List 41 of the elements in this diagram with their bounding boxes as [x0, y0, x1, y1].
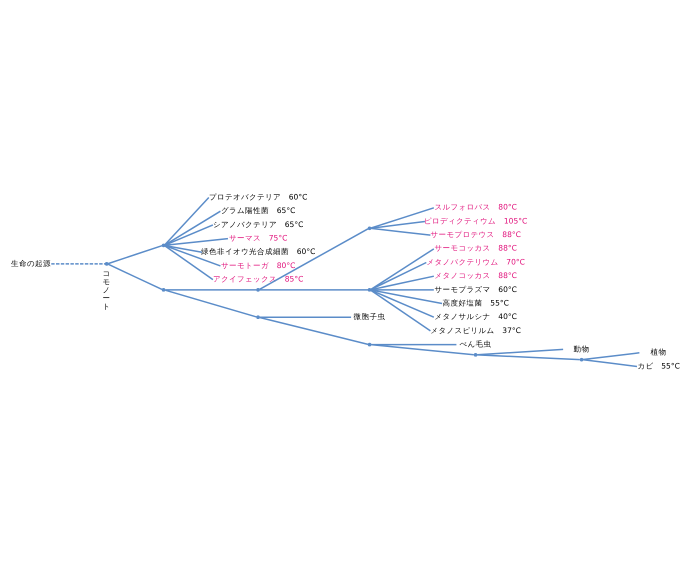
- connector: [583, 352, 640, 360]
- connector: [51, 263, 106, 265]
- connector: [259, 228, 368, 290]
- node-point: [256, 315, 260, 320]
- connector: [370, 290, 431, 332]
- node-point: [368, 288, 372, 292]
- connector: [370, 275, 434, 290]
- connector: [164, 245, 214, 280]
- node-point: [580, 358, 584, 362]
- connector: [370, 248, 434, 290]
- connector: [108, 264, 162, 290]
- connector: [477, 354, 580, 360]
- connector: [165, 244, 202, 253]
- connector: [164, 224, 214, 246]
- connector: [371, 289, 434, 291]
- connector: [165, 289, 256, 291]
- node-point: [162, 288, 166, 292]
- connector: [260, 289, 368, 291]
- connector: [583, 359, 638, 368]
- connector: [260, 316, 352, 318]
- connector: [477, 348, 564, 356]
- connector: [371, 344, 474, 356]
- connector: [164, 197, 210, 246]
- connector: [165, 289, 257, 318]
- connector: [164, 244, 221, 267]
- node-point: [368, 342, 372, 346]
- connector: [108, 244, 162, 264]
- connector: [164, 210, 221, 246]
- connector: [371, 220, 426, 229]
- connector: [371, 228, 431, 236]
- connector: [260, 316, 368, 346]
- node-point: [104, 262, 108, 266]
- connector: [370, 262, 427, 290]
- connector: [165, 238, 228, 246]
- node-point: [474, 353, 478, 357]
- node-point: [368, 226, 372, 230]
- node-point: [256, 288, 260, 292]
- connector: [370, 207, 434, 229]
- node-point: [162, 244, 166, 248]
- connector: [370, 289, 442, 304]
- connector: [370, 290, 434, 318]
